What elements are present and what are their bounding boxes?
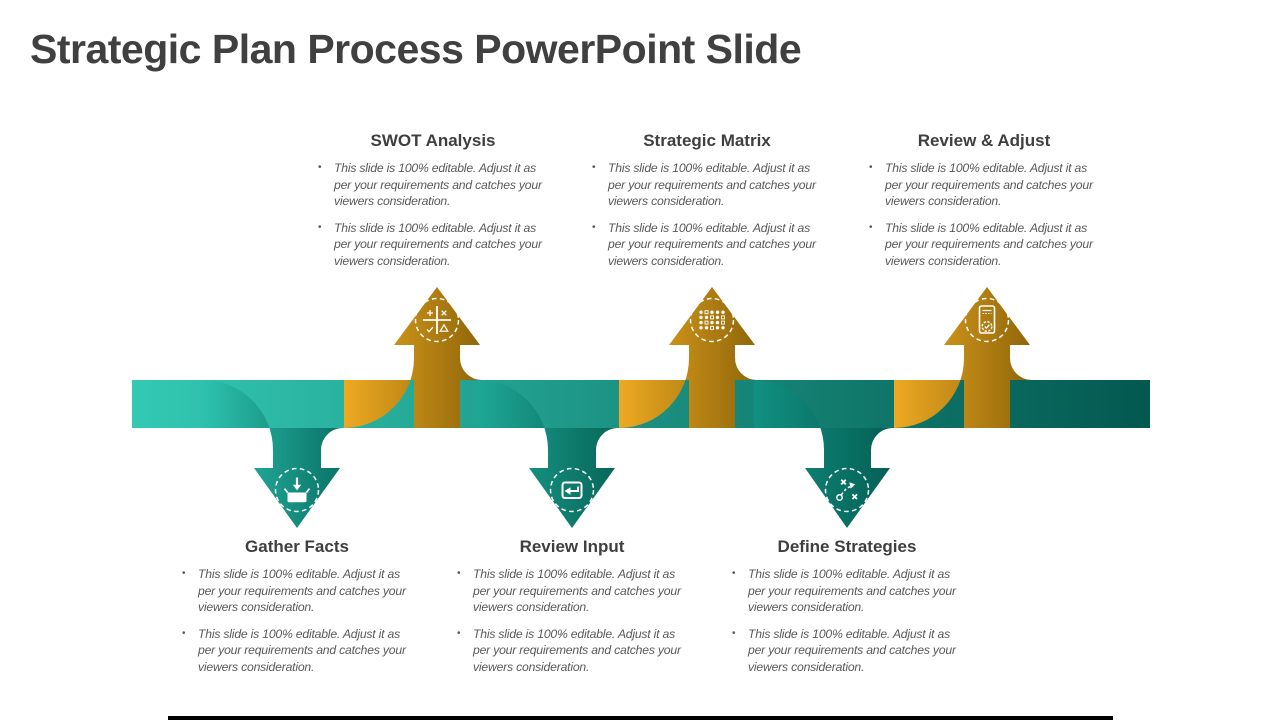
list-item: • This slide is 100% editable. Adjust it… [457, 626, 695, 676]
bullet-text: This slide is 100% editable. Adjust it a… [473, 626, 681, 674]
list-item: • This slide is 100% editable. Adjust it… [182, 566, 420, 616]
up-arrow-review-adjust [894, 287, 1032, 428]
list-item: • This slide is 100% editable. Adjust it… [869, 160, 1107, 210]
step-title: Review & Adjust [917, 131, 1051, 150]
bullet-dot: • [182, 627, 186, 639]
list-item: • This slide is 100% editable. Adjust it… [182, 626, 420, 676]
swot-icon-circle [414, 297, 460, 343]
bullet-dot: • [318, 162, 322, 173]
bullet-dot: • [732, 627, 736, 639]
bullet-text: This slide is 100% editable. Adjust it a… [608, 220, 816, 268]
bullet-text: This slide is 100% editable. Adjust it a… [748, 567, 956, 615]
up-arrow-strategic-matrix [619, 287, 757, 428]
list-item: • This slide is 100% editable. Adjust it… [869, 220, 1107, 270]
return-arrow-icon [561, 481, 583, 499]
step-title: Review Input [519, 537, 625, 556]
list-item: • This slide is 100% editable. Adjust it… [318, 220, 556, 270]
page-title: Strategic Plan Process PowerPoint Slide [30, 26, 802, 72]
list-item: • This slide is 100% editable. Adjust it… [457, 566, 695, 616]
matrix-icon-circle [689, 297, 735, 343]
bullet-dot: • [318, 221, 322, 233]
down-arrow-review-input [478, 380, 618, 528]
bullet-text: This slide is 100% editable. Adjust it a… [885, 161, 1093, 209]
step-column-gather-facts: Gather Facts • This slide is 100% editab… [174, 537, 420, 686]
list-item: • This slide is 100% editable. Adjust it… [592, 220, 830, 270]
step-column-define-strategies: Define Strategies • This slide is 100% e… [724, 537, 970, 686]
bullet-text: This slide is 100% editable. Adjust it a… [473, 567, 681, 615]
list-item: • This slide is 100% editable. Adjust it… [732, 566, 970, 616]
step-column-strategic-matrix: Strategic Matrix • This slide is 100% ed… [584, 131, 830, 280]
step-column-review-adjust: Review & Adjust • This slide is 100% edi… [861, 131, 1107, 280]
define-icon-circle [824, 467, 870, 513]
bullet-dot: • [182, 568, 186, 579]
bottom-accent-bar [168, 716, 1113, 720]
bullet-dot: • [592, 162, 596, 173]
up-arrow-swot [344, 287, 482, 428]
dot-matrix-icon [699, 310, 725, 330]
step-title: SWOT Analysis [370, 131, 496, 150]
bullet-text: This slide is 100% editable. Adjust it a… [334, 220, 542, 268]
review-adjust-icon-circle [964, 297, 1010, 343]
gather-icon-circle [274, 467, 320, 513]
step-title: Strategic Matrix [643, 131, 771, 150]
bullet-text: This slide is 100% editable. Adjust it a… [608, 161, 816, 209]
step-title: Define Strategies [777, 537, 917, 556]
bullet-text: This slide is 100% editable. Adjust it a… [198, 567, 406, 615]
icon-circles [274, 297, 1010, 513]
bullet-dot: • [592, 221, 596, 233]
bullet-dot: • [869, 221, 873, 233]
step-title: Gather Facts [245, 537, 349, 556]
list-item: • This slide is 100% editable. Adjust it… [592, 160, 830, 210]
bullet-dot: • [732, 568, 736, 579]
bullet-dot: • [457, 568, 461, 579]
bullet-text: This slide is 100% editable. Adjust it a… [748, 626, 956, 674]
down-arrow-define-strategies [754, 380, 893, 528]
review-input-icon-circle [549, 467, 595, 513]
bullet-text: This slide is 100% editable. Adjust it a… [334, 161, 542, 209]
bullet-text: This slide is 100% editable. Adjust it a… [198, 626, 406, 674]
list-item: • This slide is 100% editable. Adjust it… [318, 160, 556, 210]
step-column-review-input: Review Input • This slide is 100% editab… [449, 537, 695, 686]
step-column-swot-analysis: SWOT Analysis • This slide is 100% edita… [310, 131, 556, 280]
swot-grid-icon [423, 306, 451, 334]
approved-document-icon [978, 305, 996, 334]
strategy-path-icon [836, 479, 858, 501]
bullet-text: This slide is 100% editable. Adjust it a… [885, 220, 1093, 268]
bullet-dot: • [457, 627, 461, 639]
list-item: • This slide is 100% editable. Adjust it… [732, 626, 970, 676]
bullet-dot: • [869, 162, 873, 173]
collect-tray-icon [283, 477, 311, 503]
